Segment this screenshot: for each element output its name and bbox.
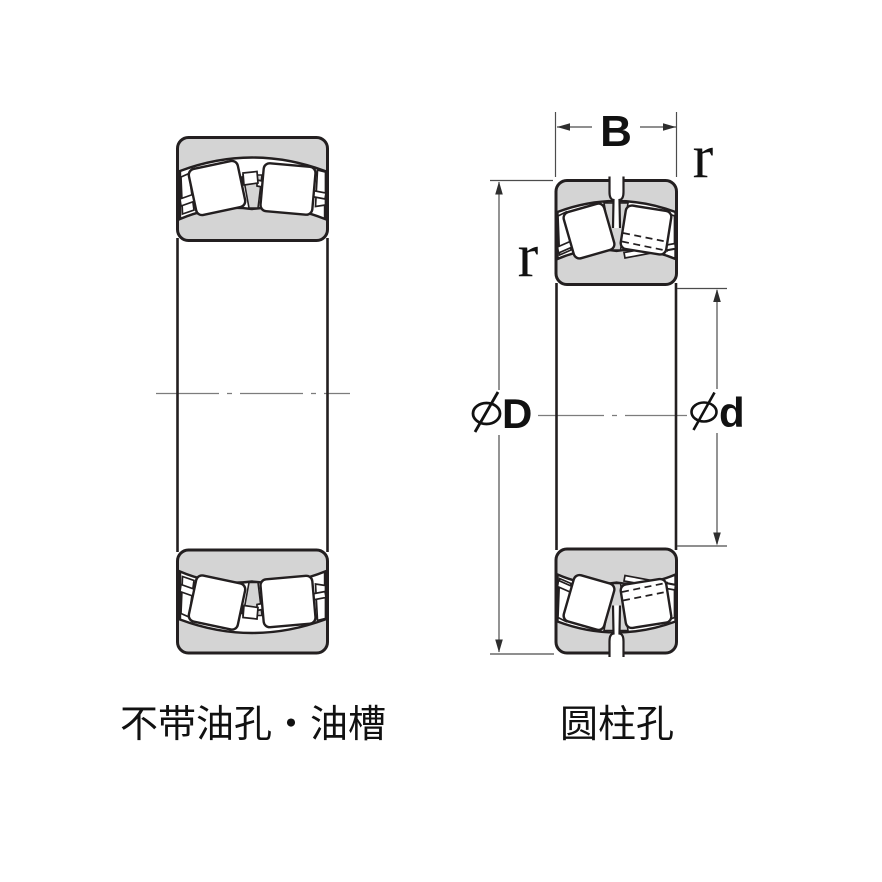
arrow-down-icon bbox=[495, 639, 503, 653]
dim-label-chamfer-inner: r bbox=[517, 222, 539, 290]
arrow-up-icon bbox=[495, 181, 503, 195]
cage-center-tab bbox=[242, 170, 259, 186]
oil-groove-right-wall bbox=[618, 176, 625, 229]
roller-right bbox=[259, 162, 317, 216]
left-bearing-top-section bbox=[176, 136, 329, 242]
arrow-down-icon bbox=[713, 532, 721, 546]
roller-left bbox=[187, 159, 247, 217]
arrow-left-icon bbox=[557, 123, 570, 131]
phi-icon bbox=[690, 391, 718, 431]
dim-label-outer-diameter-letter: D bbox=[502, 390, 533, 437]
right-bearing bbox=[538, 176, 687, 659]
oil-groove-notch-fill bbox=[609, 177, 624, 200]
left-bearing bbox=[156, 136, 350, 655]
roller-right bbox=[619, 204, 673, 256]
oil-groove-left-wall bbox=[608, 176, 615, 229]
right-bearing-top-section bbox=[554, 176, 678, 286]
dim-label-width: B bbox=[600, 107, 632, 156]
phi-icon bbox=[471, 391, 502, 433]
dim-label-chamfer-outer: r bbox=[692, 123, 714, 191]
caption-left-figure: 不带油孔・油槽 bbox=[119, 704, 386, 746]
caption-right-figure: 圆柱孔 bbox=[559, 704, 674, 746]
hidden-oil-hole-line bbox=[621, 240, 669, 252]
cage-end-right bbox=[314, 168, 327, 208]
dimension-arrowheads bbox=[495, 123, 721, 653]
dimension-lines bbox=[490, 112, 727, 655]
dim-label-bore-diameter-letter: d bbox=[719, 389, 745, 436]
hidden-oil-hole-line bbox=[622, 232, 669, 243]
arrow-right-icon bbox=[663, 123, 676, 131]
oil-hole-channel-fill bbox=[613, 200, 620, 228]
roller-left bbox=[562, 202, 616, 260]
arrow-up-icon bbox=[713, 289, 721, 302]
left-bearing-bottom-section bbox=[176, 548, 329, 655]
right-bearing-bottom-section bbox=[554, 547, 678, 659]
